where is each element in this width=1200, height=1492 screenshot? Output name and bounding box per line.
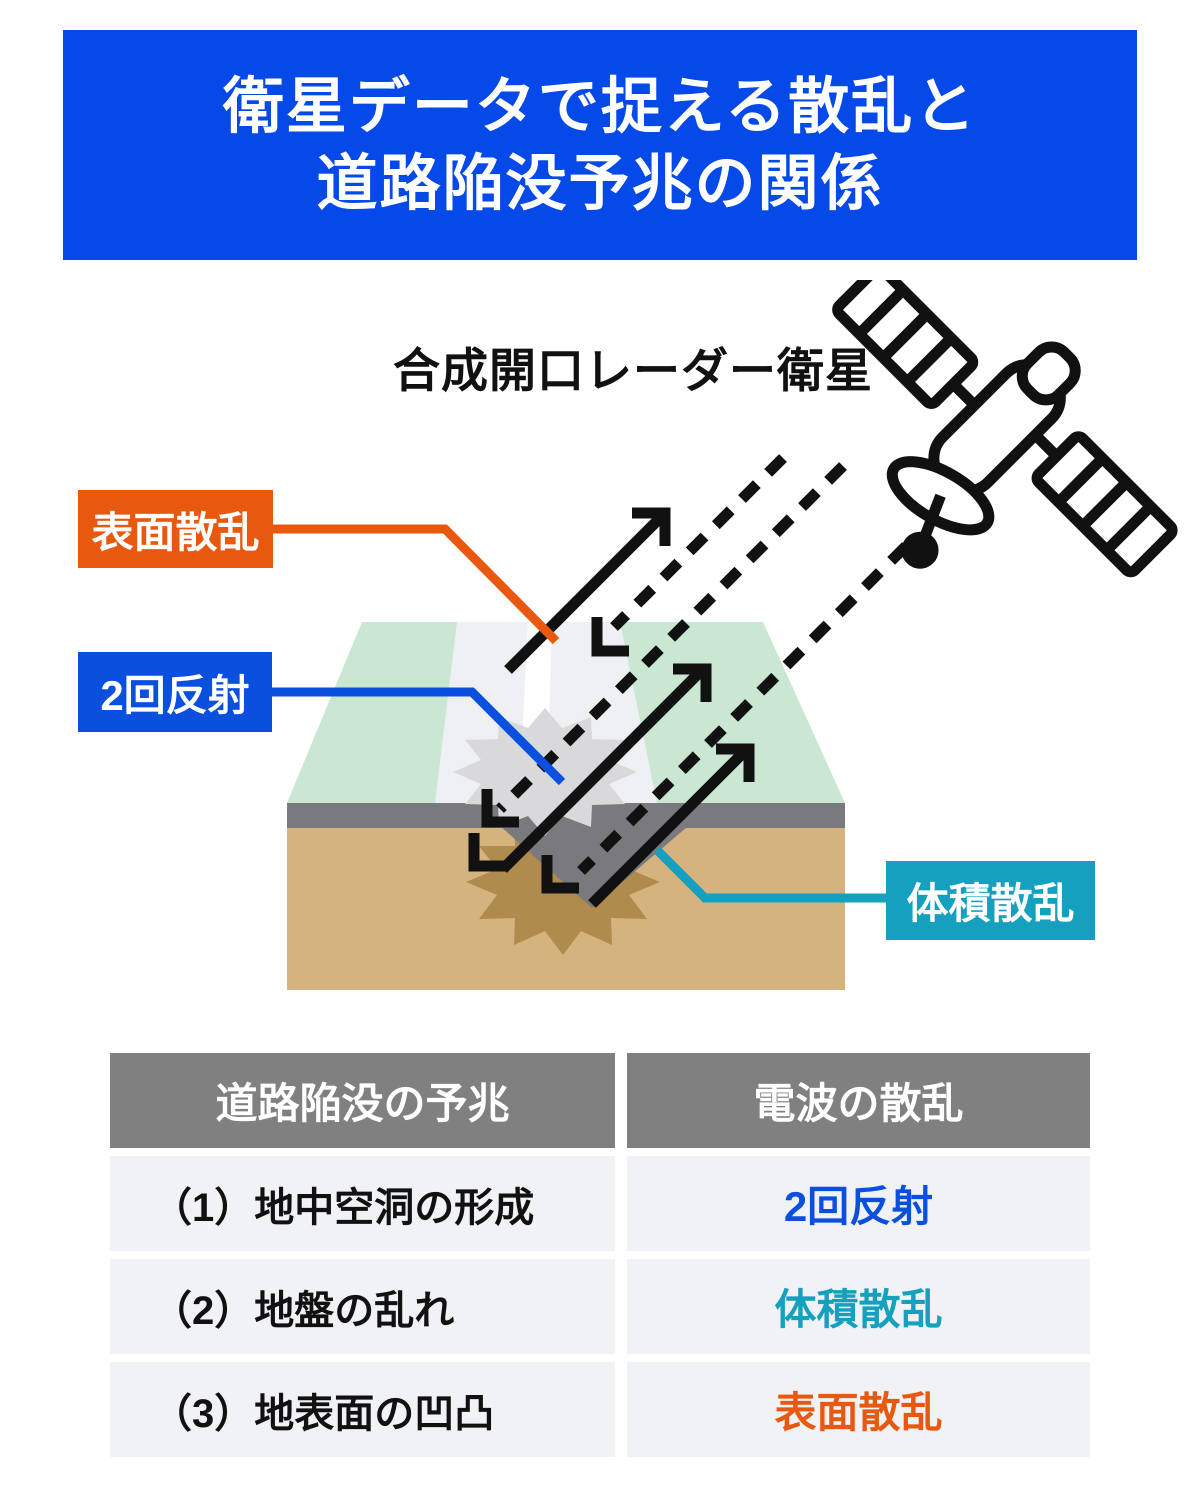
double-bounce-arrow-shaft (499, 665, 707, 873)
satellite-panel-line (1054, 454, 1107, 507)
double-bounce-hook (468, 833, 506, 872)
surface-scatter-arrow-shaft (504, 512, 666, 674)
volume-scatter-arrow-shaft (588, 746, 750, 908)
table-cell-sign-2: （2）地盤の乱れ (110, 1259, 615, 1354)
table-cell-scatter-3: 表面散乱 (627, 1362, 1090, 1457)
callout-surface-scattering: 表面散乱 (78, 490, 273, 568)
satellite-icon (832, 280, 1178, 578)
satellite-panel-line (1078, 478, 1131, 531)
callout-volume-label: 体積散乱 (906, 880, 1075, 927)
volume-scatter-arrow-head (716, 743, 755, 782)
asphalt-sag-wedge (489, 816, 700, 908)
surface-scatter-arrow-head (632, 507, 671, 546)
satellite-panel-line (855, 286, 907, 338)
callout-double-bounce-label: 2回反射 (100, 671, 250, 719)
callout-double-bounce: 2回反射 (78, 652, 272, 732)
bounce-mark-surface (591, 617, 629, 657)
page-title-line1: 衛星データで捉える散乱と (222, 71, 978, 140)
radar-beam-dashed-surface (610, 454, 787, 631)
surface-leader-line (273, 524, 560, 645)
table-cell-scatter-1: 2回反射 (627, 1156, 1090, 1251)
satellite-dish-feed-tip (901, 531, 939, 569)
volume-leader-line (653, 846, 888, 903)
radar-beam-dashed-cavity (577, 542, 910, 875)
table-row: （1）地中空洞の形成 2回反射 (110, 1156, 1090, 1251)
scattering-diagram: 合成開口レーダー衛星 表面散乱 2回反射 体積散乱 (0, 280, 1200, 1055)
title-banner: 衛星データで捉える散乱と 道路陥没予兆の関係 (63, 30, 1137, 260)
callout-volume-scattering: 体積散乱 (886, 861, 1095, 940)
double-bounce-arrow-head (673, 663, 712, 702)
callout-leader-lines (272, 524, 888, 903)
callout-surface-label: 表面散乱 (91, 508, 260, 556)
bounce-mark-cavity (541, 855, 579, 894)
satellite-label: 合成開口レーダー衛星 (393, 344, 873, 397)
bounce-mark-pavement (481, 789, 519, 828)
reflected-beams (468, 507, 755, 908)
table-header-scatter: 電波の散乱 (627, 1053, 1090, 1148)
incoming-radar-beams (481, 454, 910, 894)
satellite-panel-line (1102, 502, 1155, 555)
table-header-row: 道路陥没の予兆 電波の散乱 (110, 1053, 1090, 1148)
page-title-line2: 道路陥没予兆の関係 (316, 149, 884, 217)
double-bounce-leader-line (272, 687, 566, 786)
table-row: （2）地盤の乱れ 体積散乱 (110, 1259, 1090, 1354)
radar-beam-dashed-pavement (496, 462, 847, 813)
table-header-signs: 道路陥没の予兆 (110, 1053, 615, 1148)
diagram-canvas (272, 280, 1178, 990)
table-row: （3）地表面の凹凸 表面散乱 (110, 1362, 1090, 1457)
table-cell-scatter-2: 体積散乱 (627, 1259, 1090, 1354)
satellite-panel-line (879, 310, 932, 362)
satellite-nose (1016, 341, 1081, 406)
scattering-table: 道路陥没の予兆 電波の散乱 （1）地中空洞の形成 2回反射 （2）地盤の乱れ 体… (110, 1053, 1090, 1465)
table-cell-sign-3: （3）地表面の凹凸 (110, 1362, 615, 1457)
table-cell-sign-1: （1）地中空洞の形成 (110, 1156, 615, 1251)
satellite-panel-line (903, 334, 956, 386)
